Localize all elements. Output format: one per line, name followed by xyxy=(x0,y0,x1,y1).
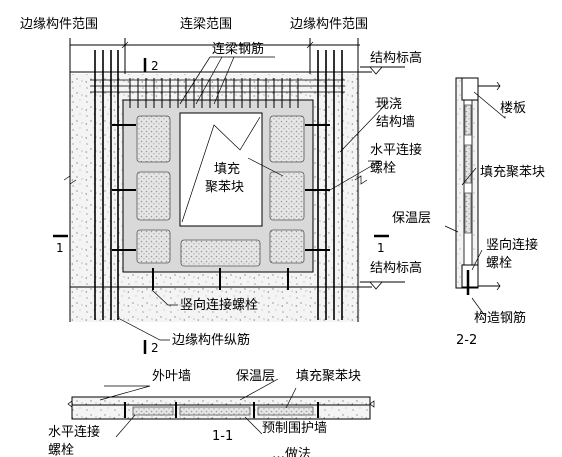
label-edge-long-rebar: 边缘构件纵筋 xyxy=(172,332,250,348)
label-edge-range-left: 边缘构件范围 xyxy=(20,17,98,32)
label-cast-wall-1: 现浇 xyxy=(376,97,402,112)
label-struct-rebar: 构造钢筋 xyxy=(474,310,526,326)
label-fill-block-2: 聚苯块 xyxy=(205,180,244,195)
label-floor-slab: 楼板 xyxy=(500,101,526,116)
foam-blocks xyxy=(136,115,305,267)
elevation-marker-top xyxy=(360,66,405,75)
label-fill-block-side: 填充聚苯块 xyxy=(480,164,545,180)
label-edge-range-right: 边缘构件范围 xyxy=(290,17,368,32)
svg-text:2: 2 xyxy=(151,341,159,355)
section-mark-1-left: 1 xyxy=(53,234,68,255)
elevation-marker-bottom xyxy=(360,281,405,290)
label-precast-wall: 预制围护墙 xyxy=(262,421,327,436)
elevation-view: 2 2 1 1 边缘构件范围 连梁范围 边缘构件范围 连梁钢筋 结构标高 现浇 … xyxy=(20,16,422,355)
label-v-bolt: 竖向连接螺栓 xyxy=(180,297,258,313)
section-1-1: 外叶墙 保温层 填充聚苯块 水平连接 螺栓 1-1 预制围护墙 …做法 xyxy=(48,368,375,457)
label-cut-text: …做法 xyxy=(272,447,311,457)
section-mark-2-bottom: 2 xyxy=(143,340,159,355)
label-struct-elev-top: 结构标高 xyxy=(370,50,422,66)
label-section-22: 2-2 xyxy=(456,333,477,348)
svg-text:1: 1 xyxy=(377,241,385,255)
svg-text:1: 1 xyxy=(56,241,64,255)
label-cast-wall-2: 结构墙 xyxy=(376,115,415,130)
label-coupling-range: 连梁范围 xyxy=(180,16,232,32)
edge-longitudinal-rebar xyxy=(94,50,343,320)
section-mark-1-right: 1 xyxy=(374,234,389,255)
label-h-bolt-2: 螺栓 xyxy=(370,161,396,176)
label-h-bolt-1: 水平连接 xyxy=(370,142,422,158)
label-fill-block-plan: 填充聚苯块 xyxy=(296,368,361,384)
label-h-bolt-plan-2: 螺栓 xyxy=(48,443,74,457)
svg-text:2: 2 xyxy=(151,59,159,73)
label-v-bolt-side-1: 竖向连接 xyxy=(486,237,538,253)
label-h-bolt-plan-1: 水平连接 xyxy=(48,424,100,440)
horizontal-bolts xyxy=(112,124,330,251)
label-v-bolt-side-2: 螺栓 xyxy=(486,256,512,271)
label-outer-leaf: 外叶墙 xyxy=(152,369,191,384)
section-2-2: 楼板 填充聚苯块 保温层 竖向连接 螺栓 构造钢筋 2-2 xyxy=(392,77,545,348)
label-insul-layer-plan: 保温层 xyxy=(236,369,275,384)
section-mark-2-top: 2 xyxy=(143,58,159,73)
vertical-bolts xyxy=(152,268,289,290)
label-coupling-rebar: 连梁钢筋 xyxy=(212,41,264,57)
label-fill-block-1: 填充 xyxy=(214,161,240,177)
label-struct-elev-bottom: 结构标高 xyxy=(370,260,422,276)
label-section-11: 1-1 xyxy=(212,429,233,444)
label-insul-layer: 保温层 xyxy=(392,211,431,226)
